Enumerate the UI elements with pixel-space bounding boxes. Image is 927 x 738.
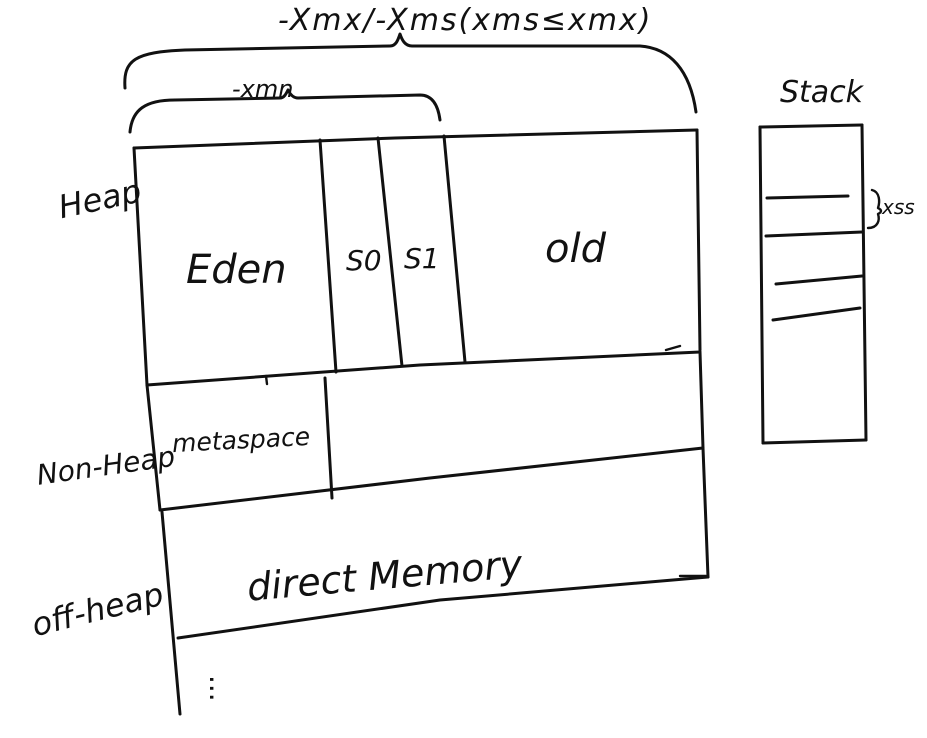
non-heap-region-label: Non-Heap	[35, 440, 177, 492]
stack-bottom-border	[761, 438, 868, 445]
non-heap-tick	[264, 374, 269, 386]
s0-label: S0	[346, 244, 382, 277]
stack-region: Stack xss	[758, 75, 915, 445]
heap-region-label: Heap	[55, 172, 145, 227]
heap-left-border	[132, 146, 149, 387]
metaspace-divider	[323, 376, 334, 500]
stack-right-border	[860, 123, 868, 442]
direct-memory-label: direct Memory	[245, 542, 524, 610]
off-heap-left-border	[160, 510, 182, 716]
heap-size-label: -Xmx/-Xms(xms≤xmx)	[278, 3, 652, 38]
metaspace-label: metaspace	[171, 422, 311, 458]
old-label: old	[545, 226, 607, 272]
stack-top-border	[758, 123, 864, 129]
s1-old-divider	[442, 134, 467, 364]
off-heap-region-label: off-heap	[28, 575, 167, 644]
stack-title: Stack	[780, 75, 865, 110]
stack-frame-size-label: xss	[881, 195, 915, 219]
eden-s0-divider	[318, 138, 338, 374]
stack-frame-line	[774, 274, 864, 286]
non-heap-region: metaspace	[145, 350, 705, 512]
stack-left-border	[758, 125, 765, 445]
non-heap-right-border	[698, 350, 705, 450]
s0-s1-divider	[376, 136, 404, 368]
off-heap-region: direct Memory ...	[160, 446, 710, 716]
stack-frame-line	[771, 306, 862, 322]
heap-size-brace	[123, 32, 698, 114]
stack-frame-brace	[866, 188, 883, 230]
young-size-brace	[128, 88, 442, 134]
non-heap-left-border	[145, 383, 162, 512]
stack-frame-line	[764, 230, 864, 238]
off-heap-bottom-border	[176, 575, 710, 640]
heap-corner-tick	[664, 344, 682, 352]
continuation-mark: ...	[203, 675, 236, 702]
heap-right-border	[695, 128, 702, 352]
heap-bottom-border	[145, 350, 702, 387]
eden-label: Eden	[186, 247, 287, 293]
stack-frame-line	[765, 194, 850, 200]
non-heap-bottom-border	[158, 446, 705, 512]
off-heap-right-border	[701, 446, 710, 579]
heap-top-border	[132, 128, 699, 150]
s1-label: S1	[404, 242, 440, 275]
heap-region: Eden S0 S1 old	[132, 128, 702, 387]
